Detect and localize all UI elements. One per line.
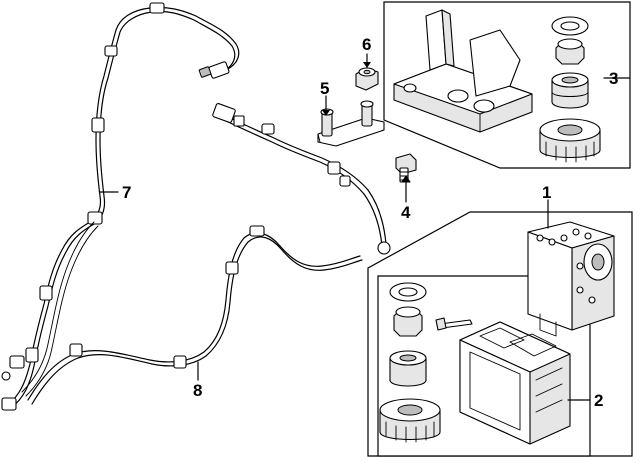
nut-part	[355, 67, 379, 91]
callout-6: 6	[362, 35, 371, 54]
control-module-part	[459, 321, 571, 445]
mounting-bracket-part	[393, 9, 533, 133]
callout-8: 8	[193, 381, 202, 400]
callout-2: 2	[594, 391, 603, 410]
callout-1: 1	[542, 183, 551, 202]
callout-5: 5	[320, 79, 329, 98]
callout-7: 7	[122, 183, 131, 202]
callout-4: 4	[401, 203, 411, 222]
isolator-stack-bottom	[379, 282, 473, 443]
isolator-stack-top	[539, 16, 601, 163]
middle-harness	[212, 103, 391, 255]
bracket-stud-part	[317, 100, 385, 147]
rear-sensor-harness	[1, 2, 240, 411]
callout-3: 3	[609, 69, 618, 88]
front-sensor-harness	[27, 225, 363, 405]
hydraulic-unit-part	[527, 221, 615, 337]
